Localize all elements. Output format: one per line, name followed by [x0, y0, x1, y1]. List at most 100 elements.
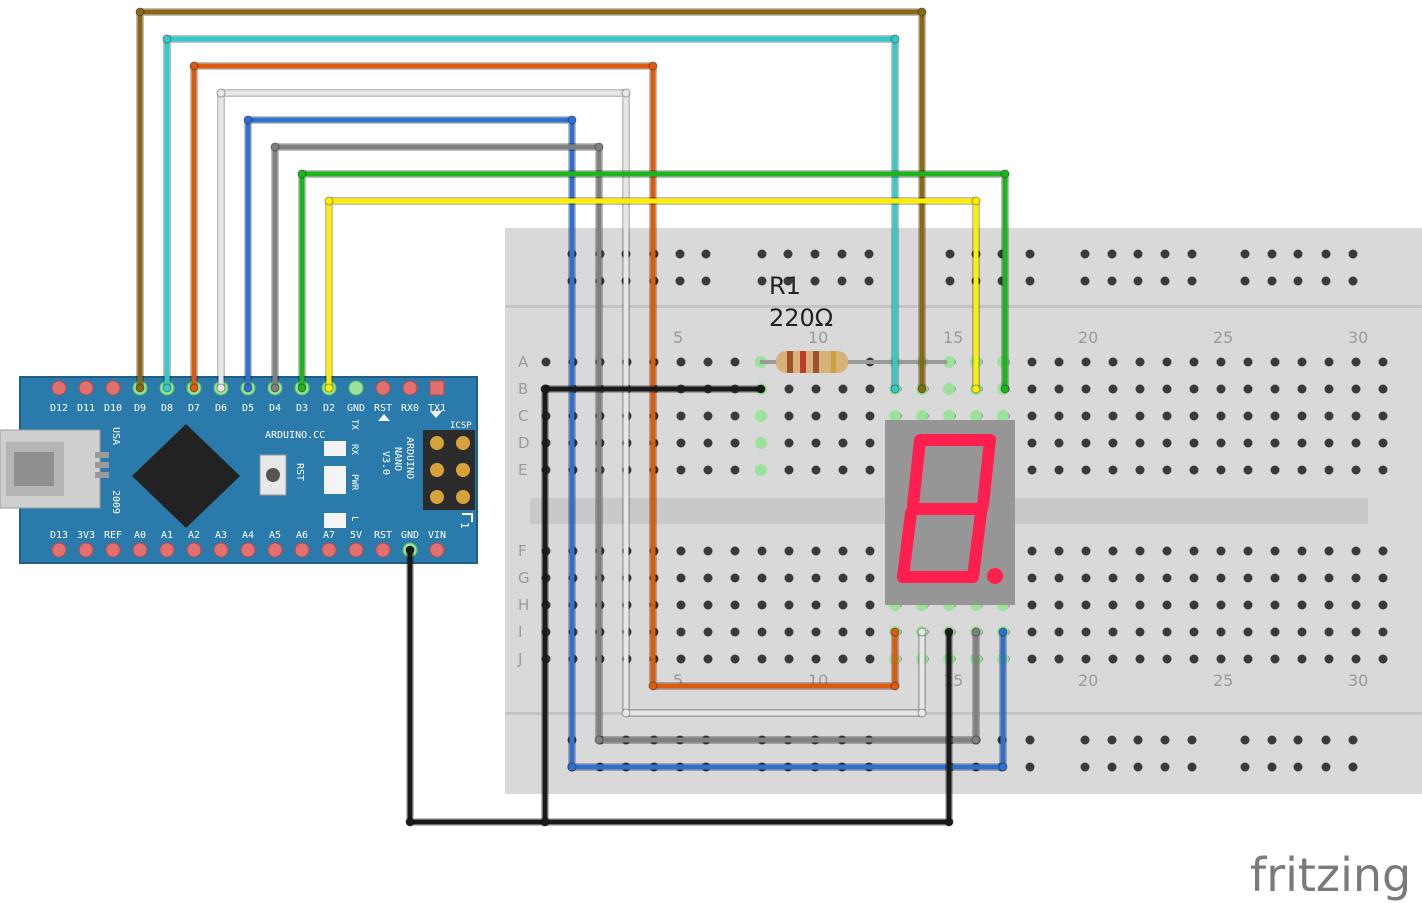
connected-hole — [755, 464, 767, 476]
breadboard-hole — [1243, 627, 1253, 637]
wire-d4-gray-bend — [971, 627, 981, 637]
wire-d8-cyan-bend — [162, 34, 172, 44]
breadboard-hole — [1270, 384, 1280, 394]
column-number: 10 — [808, 328, 828, 347]
led-tx — [324, 441, 346, 456]
pin-label: VIN — [428, 530, 446, 541]
breadboard-hole — [1351, 600, 1361, 610]
rail-hole — [701, 276, 711, 286]
wire-d9-brown-bend — [135, 383, 145, 393]
breadboard-hole — [676, 438, 686, 448]
breadboard-hole — [730, 357, 740, 367]
pin-label: A5 — [269, 530, 281, 541]
rail-hole — [1187, 762, 1197, 772]
wire-d2-yellow-bend — [971, 384, 981, 394]
row-label: B — [518, 380, 528, 398]
breadboard-hole — [1054, 465, 1064, 475]
breadboard-hole — [1189, 546, 1199, 556]
breadboard-hole — [1081, 357, 1091, 367]
wire-d7-orange-bend — [648, 61, 658, 71]
breadboard-hole — [1108, 465, 1118, 475]
breadboard-hole — [1189, 654, 1199, 664]
breadboard-hole — [1297, 411, 1307, 421]
rail-hole — [1025, 249, 1035, 259]
pin-label: D5 — [242, 403, 254, 414]
pin-header — [429, 380, 445, 396]
breadboard-hole — [703, 411, 713, 421]
wire-d5-blue-bend — [567, 115, 577, 125]
breadboard-hole — [865, 627, 875, 637]
breadboard-hole — [838, 384, 848, 394]
rail-hole — [837, 276, 847, 286]
breadboard-hole — [1054, 384, 1064, 394]
rail-hole — [1080, 762, 1090, 772]
connected-hole — [755, 437, 767, 449]
pin-header — [51, 380, 67, 396]
breadboard-hole — [1324, 465, 1334, 475]
wire-gnd-black-1-bend — [944, 627, 954, 637]
breadboard-hole — [1270, 438, 1280, 448]
wire-d6-white-bend — [216, 88, 226, 98]
breadboard-hole — [1027, 438, 1037, 448]
led-pwr-label: PWR — [349, 474, 359, 491]
pin-label: A6 — [296, 530, 308, 541]
wire-d6-white-path — [218, 90, 925, 716]
wire-gnd-black-2-bend — [540, 384, 550, 394]
connected-hole — [943, 410, 955, 422]
pin-label: D13 — [50, 530, 68, 541]
pin-label: D8 — [161, 403, 173, 414]
breadboard-hole — [1108, 600, 1118, 610]
wire-d4-gray — [270, 142, 981, 745]
rail-hole — [1107, 762, 1117, 772]
rail-hole — [675, 249, 685, 259]
rail-hole — [1240, 276, 1250, 286]
breadboard-hole — [1135, 654, 1145, 664]
breadboard-hole — [1297, 357, 1307, 367]
pin-header — [294, 542, 310, 558]
breadboard-hole — [1297, 465, 1307, 475]
breadboard-hole — [1378, 654, 1388, 664]
breadboard-hole — [811, 438, 821, 448]
breadboard-hole — [1378, 465, 1388, 475]
breadboard-hole — [1108, 411, 1118, 421]
breadboard-hole — [1297, 438, 1307, 448]
breadboard-hole — [838, 465, 848, 475]
breadboard-hole — [1135, 357, 1145, 367]
breadboard-hole — [1243, 654, 1253, 664]
breadboard-hole — [1243, 357, 1253, 367]
pin-header — [267, 542, 283, 558]
pin-label: A7 — [323, 530, 335, 541]
led-rx-label: RX — [349, 444, 359, 455]
rail-hole — [1080, 276, 1090, 286]
pin-label: RST — [374, 403, 392, 414]
pin-header — [78, 380, 94, 396]
breadboard-hole — [757, 573, 767, 583]
wire-d4-gray-path — [272, 144, 979, 743]
breadboard-hole — [1216, 546, 1226, 556]
pin-header — [78, 542, 94, 558]
wire-gnd-black-1-path — [407, 547, 952, 825]
breadboard-hole — [1162, 627, 1172, 637]
breadboard-hole — [1297, 600, 1307, 610]
breadboard-hole — [1324, 411, 1334, 421]
breadboard-hole — [1054, 600, 1064, 610]
breadboard-hole — [1351, 654, 1361, 664]
rail-hole — [810, 276, 820, 286]
breadboard-hole — [811, 546, 821, 556]
breadboard-hole — [757, 627, 767, 637]
breadboard-hole — [1324, 654, 1334, 664]
wire-d4-gray-bend — [270, 142, 280, 152]
pin-label: 5V — [350, 530, 362, 541]
breadboard-hole — [811, 573, 821, 583]
wires — [135, 7, 1010, 827]
pin-header — [240, 542, 256, 558]
seg-c — [967, 507, 987, 583]
breadboard-hole — [1054, 357, 1064, 367]
rail-hole — [1267, 762, 1277, 772]
breadboard-hole — [1324, 438, 1334, 448]
rail-hole — [1348, 735, 1358, 745]
breadboard-hole — [1054, 438, 1064, 448]
breadboard-hole — [1027, 465, 1037, 475]
breadboard-hole — [1135, 546, 1145, 556]
breadboard-hole — [1081, 411, 1091, 421]
